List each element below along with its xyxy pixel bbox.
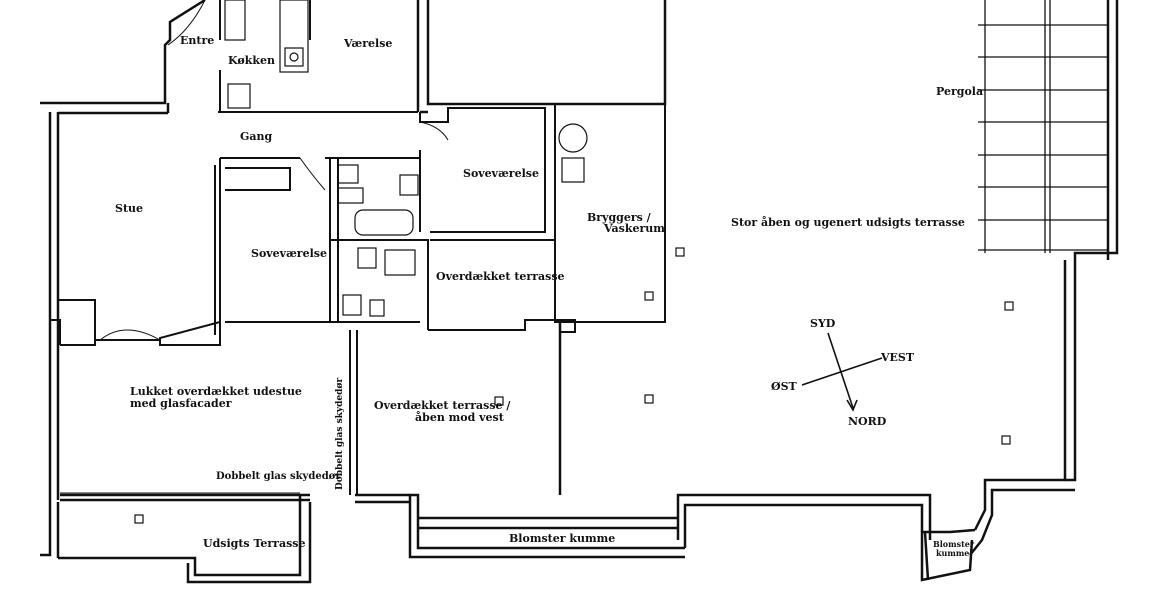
label-blomster-kumme-small-2: kumme	[936, 548, 970, 558]
compass-rose	[801, 332, 883, 412]
room-label-entre: Entre	[180, 34, 215, 47]
compass-label-syd: SYD	[810, 317, 836, 330]
outer-walls	[40, 0, 1119, 584]
bathroom-fixtures	[337, 164, 419, 317]
door-swings	[99, 0, 449, 341]
label-pergola: Pergola	[936, 85, 984, 98]
label-blomster-kumme-small-1: Blomster	[933, 539, 975, 549]
label-dobbelt-glas-skydedor-vertical: Dobbelt glas skydedør	[335, 377, 345, 490]
pergola-structure	[978, 0, 1108, 253]
room-label-stor-terrasse: Stor åben og ugenert udsigts terrasse	[731, 216, 965, 229]
compass-label-nord: NORD	[848, 415, 887, 428]
room-label-udestue-1: Lukket overdækket udestue	[130, 385, 302, 398]
room-label-udsigts-terrasse: Udsigts Terrasse	[203, 537, 306, 550]
room-label-sovevaerelse-right: Soveværelse	[463, 167, 539, 180]
room-label-kokken: Køkken	[228, 54, 275, 67]
room-label-overdaekket-terrasse: Overdækket terrasse	[436, 270, 565, 283]
room-label-bryggers: Bryggers /	[587, 211, 651, 224]
label-dobbelt-glas-skydedor: Dobbelt glas skydedør	[216, 471, 341, 482]
interior-walls	[50, 0, 666, 495]
room-label-vaerelse: Værelse	[344, 37, 393, 50]
room-label-overdaekket-vest-1: Overdækket terrasse /	[374, 399, 511, 412]
room-label-gang: Gang	[240, 130, 273, 143]
room-label-stue: Stue	[115, 202, 144, 215]
kitchen-fixtures	[224, 0, 309, 109]
room-label-overdaekket-vest-2: åben mod vest	[415, 411, 504, 424]
bryggers-fixtures	[558, 123, 588, 183]
room-label-sovevaerelse-left: Soveværelse	[251, 247, 327, 260]
room-label-vaskerum: Vaskerum	[604, 222, 665, 235]
room-label-udestue-2: med glasfacader	[130, 397, 232, 410]
drain-markers	[134, 247, 1014, 524]
compass-label-vest: VEST	[881, 351, 915, 364]
label-blomster-kumme: Blomster kumme	[509, 532, 616, 545]
compass-label-ost: ØST	[771, 380, 797, 393]
